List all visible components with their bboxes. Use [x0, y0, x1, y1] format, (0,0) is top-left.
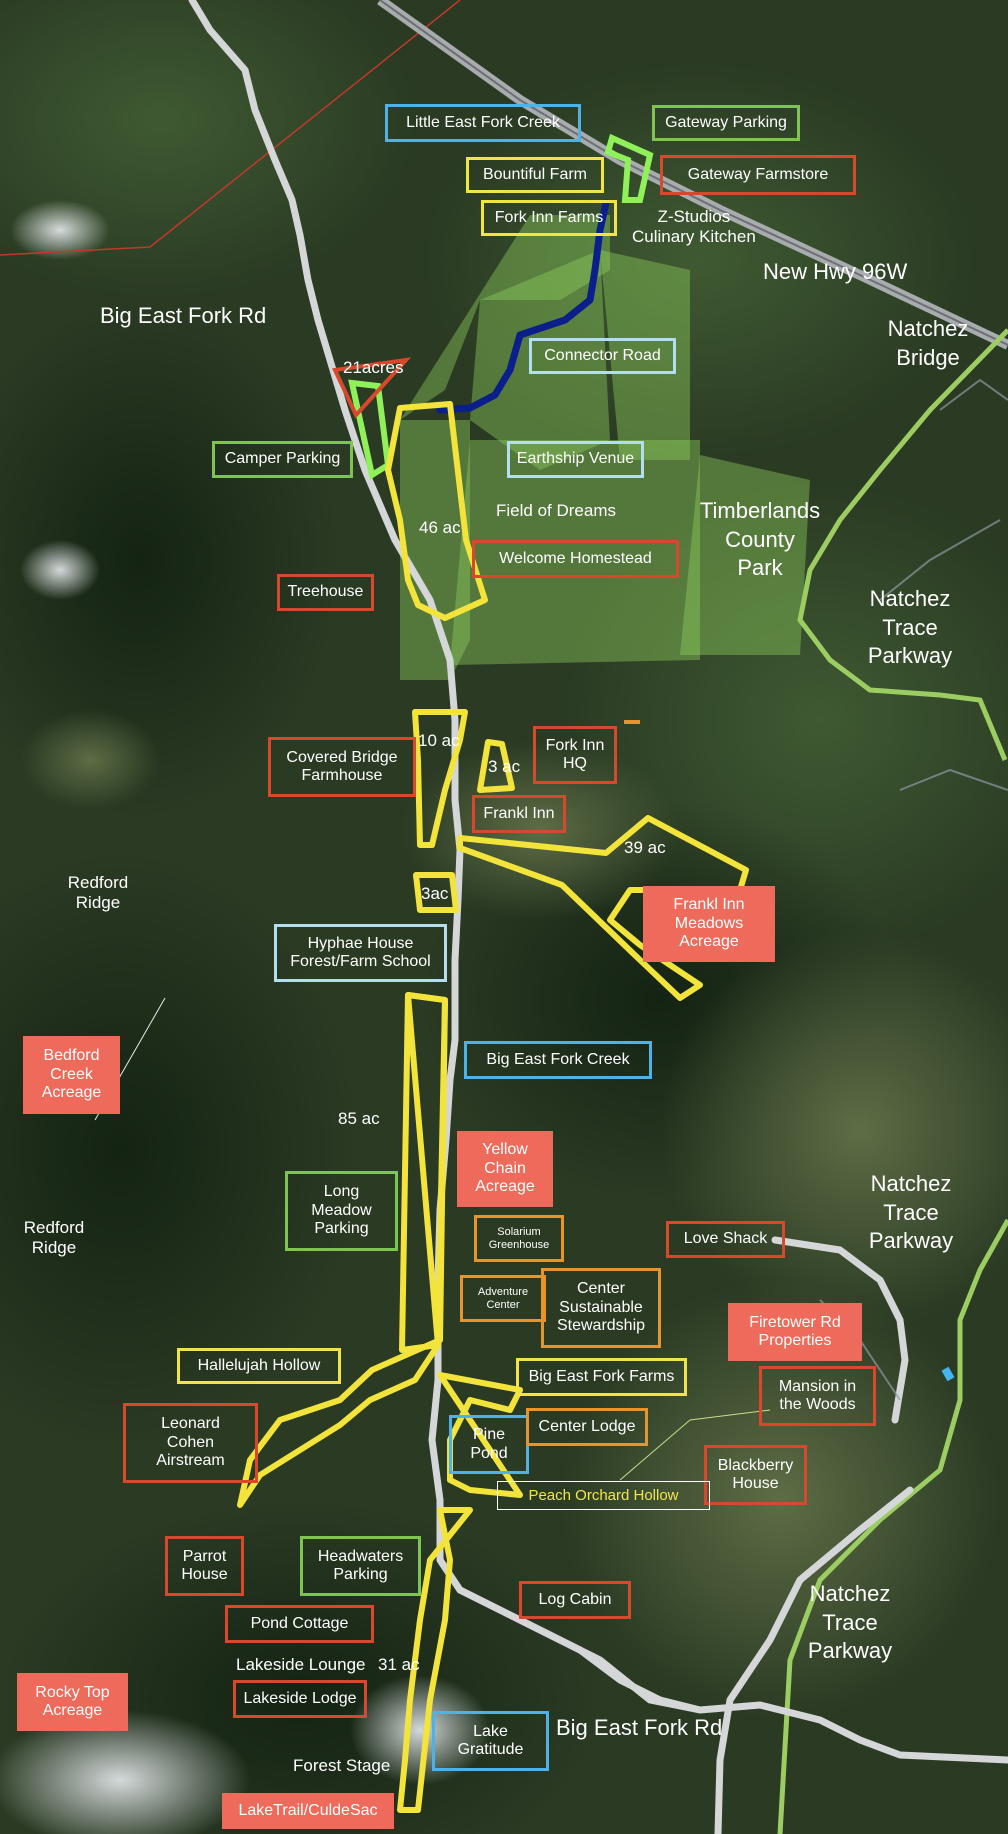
redford-ridge-label-2: Redford Ridge	[23, 1218, 85, 1257]
twenty-one-acres-parcel	[332, 357, 412, 419]
solarium-greenhouse-box[interactable]: Solarium Greenhouse	[474, 1215, 564, 1262]
laketrail-culdesac-box[interactable]: LakeTrail/CuldeSac	[222, 1793, 394, 1829]
parcel-31ac	[397, 1507, 473, 1813]
log-cabin-box[interactable]: Log Cabin	[519, 1581, 631, 1619]
mansion-in-the-woods-box[interactable]: Mansion in the Woods	[759, 1366, 876, 1426]
rocky-top-acreage-box[interactable]: Rocky Top Acreage	[17, 1673, 128, 1731]
gateway-farmstore-box[interactable]: Gateway Farmstore	[660, 155, 856, 195]
lake-gratitude-box[interactable]: Lake Gratitude	[432, 1711, 549, 1771]
leonard-cohen-airstream-box[interactable]: Leonard Cohen Airstream	[123, 1403, 258, 1483]
southeast-rd	[714, 1486, 914, 1834]
frankl-inn-box[interactable]: Frankl Inn	[472, 795, 566, 833]
firetower-rd	[771, 1236, 909, 1424]
big-east-fork-rd-label-top: Big East Fork Rd	[100, 303, 267, 328]
big-east-fork-creek-box[interactable]: Big East Fork Creek	[464, 1041, 652, 1079]
hyphae-house-box[interactable]: Hyphae House Forest/Farm School	[274, 924, 447, 982]
z-studios-label: Z-Studios Culinary Kitchen	[632, 207, 756, 246]
natchez-bridge-label: Natchez Bridge	[887, 316, 969, 370]
treehouse-box[interactable]: Treehouse	[277, 574, 374, 611]
redford-ridge-label-1: Redford Ridge	[67, 873, 129, 912]
big-east-fork-farms-box[interactable]: Big East Fork Farms	[516, 1358, 687, 1396]
lakeside-lodge-box[interactable]: Lakeside Lodge	[233, 1680, 367, 1718]
peach-orchard-hollow-box[interactable]: Peach Orchard Hollow	[497, 1481, 710, 1510]
parcel-3ac-a	[477, 739, 515, 793]
covered-bridge-farmhouse-box[interactable]: Covered Bridge Farmhouse	[268, 737, 416, 797]
little-east-fork-creek-box[interactable]: Little East Fork Creek	[385, 104, 581, 142]
parcel-39ac	[457, 815, 749, 1001]
natchez-trace-parkway-label-3: Natchez Trace Parkway	[807, 1581, 893, 1664]
center-lodge-box[interactable]: Center Lodge	[526, 1408, 648, 1446]
long-meadow-parking-box[interactable]: Long Meadow Parking	[285, 1171, 398, 1251]
lower-rd	[456, 1586, 704, 1714]
big-east-fork-rd-label-bottom: Big East Fork Rd	[556, 1715, 723, 1740]
twenty-one-acres-label: 21acres	[343, 358, 404, 377]
fork-inn-farms-box[interactable]: Fork Inn Farms	[481, 200, 617, 236]
peach-leader	[619, 1419, 691, 1481]
parrot-house-box[interactable]: Parrot House	[165, 1536, 244, 1596]
eighty-five-ac-label: 85 ac	[338, 1109, 380, 1128]
thirty-nine-ac-label: 39 ac	[624, 838, 666, 857]
parcel-85ac-spine	[399, 992, 448, 1353]
boundary-line	[0, 0, 461, 256]
field-of-dreams-label: Field of Dreams	[496, 501, 616, 520]
fork-inn-hq-box[interactable]: Fork Inn HQ	[533, 726, 617, 784]
natchez-trace-parkway-label-1: Natchez Trace Parkway	[867, 586, 953, 669]
roads	[188, 0, 1008, 1834]
thirty-one-ac-label: 31 ac	[378, 1655, 420, 1674]
bountiful-farm-box[interactable]: Bountiful Farm	[466, 157, 604, 193]
welcome-homestead-box[interactable]: Welcome Homestead	[472, 540, 679, 578]
pond-cottage-box[interactable]: Pond Cottage	[225, 1605, 374, 1643]
parcel-46ac	[385, 401, 488, 621]
blackberry-house-box[interactable]: Blackberry House	[704, 1445, 807, 1505]
gateway-parking-box[interactable]: Gateway Parking	[652, 105, 800, 141]
lakeside-lounge-label: Lakeside Lounge	[236, 1655, 366, 1674]
three-ac-label-b: 3ac	[421, 884, 449, 903]
hallelujah-hollow-box[interactable]: Hallelujah Hollow	[177, 1348, 341, 1384]
adventure-center-box[interactable]: Adventure Center	[460, 1275, 546, 1322]
natchez-trace-parkway	[777, 328, 1008, 1834]
yellow-chain-acreage-box[interactable]: Yellow Chain Acreage	[457, 1131, 553, 1207]
firetower-rd-properties-box[interactable]: Firetower Rd Properties	[728, 1303, 862, 1361]
yellow-parcels	[237, 401, 749, 1813]
connector-road-box[interactable]: Connector Road	[529, 338, 676, 374]
mansion-leader	[689, 1409, 771, 1421]
pine-pond-box[interactable]: Pine Pond	[449, 1415, 529, 1474]
earthship-venue-box[interactable]: Earthship Venue	[507, 441, 644, 478]
camper-parking-box[interactable]: Camper Parking	[212, 441, 353, 478]
green-tracts	[400, 215, 810, 680]
forty-six-ac-label: 46 ac	[419, 518, 461, 537]
connector-road-line	[436, 199, 610, 414]
new-hwy-96w-label: New Hwy 96W	[763, 259, 908, 284]
headwaters-parking-box[interactable]: Headwaters Parking	[300, 1536, 421, 1596]
ten-ac-label: 10 ac	[418, 731, 460, 750]
parcel-10ac	[412, 709, 468, 848]
frankl-inn-meadows-acreage-box[interactable]: Frankl Inn Meadows Acreage	[643, 886, 775, 962]
bedford-creek-acreage-box[interactable]: Bedford Creek Acreage	[23, 1036, 120, 1114]
love-shack-box[interactable]: Love Shack	[666, 1221, 785, 1258]
forest-stage-label: Forest Stage	[293, 1756, 391, 1775]
orange-marker	[624, 720, 640, 724]
timberlands-county-park-label: Timberlands County Park	[699, 498, 821, 581]
parcel-3ac-b	[413, 872, 459, 913]
center-sustainable-stewardship-box[interactable]: Center Sustainable Stewardship	[541, 1268, 661, 1348]
blue-marker	[941, 1366, 955, 1382]
natchez-trace-parkway-label-2: Natchez Trace Parkway	[868, 1171, 954, 1254]
three-ac-label-a: 3 ac	[488, 757, 521, 776]
